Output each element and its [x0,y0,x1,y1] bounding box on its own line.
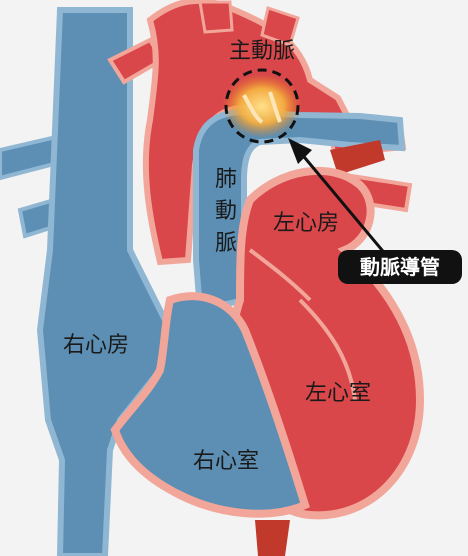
label-left-ventricle: 左心室 [305,381,371,406]
callout-label: 動脈導管 [360,255,440,279]
label-pulmonary-artery-1: 肺 [215,167,237,192]
lower-aorta [255,520,290,556]
label-pulmonary-artery: 肺 動 脈 [215,167,237,256]
label-pulmonary-artery-2: 動 [215,199,237,224]
label-pulmonary-artery-3: 脈 [215,231,237,256]
aorta-branch [200,2,232,32]
label-aorta: 主動脈 [229,39,295,64]
label-right-ventricle: 右心室 [193,449,259,474]
label-left-atrium: 左心房 [273,211,339,236]
label-right-atrium: 右心房 [63,333,129,358]
